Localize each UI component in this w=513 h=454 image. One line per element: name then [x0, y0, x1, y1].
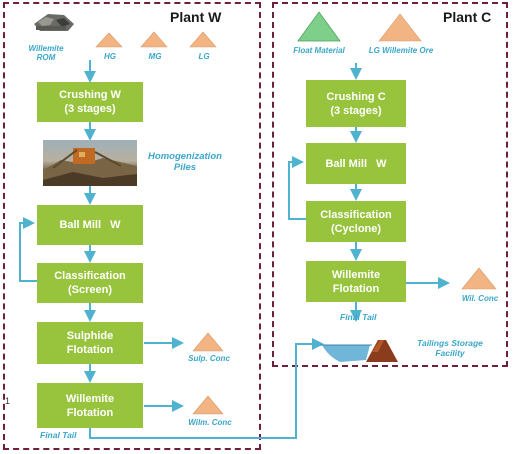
final-tail-c-label: Final Tail: [340, 312, 377, 322]
willemite-flotation-w-line1: Willemite: [65, 392, 115, 405]
ball-mill-c-box: Ball Mill W: [306, 143, 406, 184]
sulp-conc-pile-icon: [192, 332, 224, 352]
hg-ore-pile-icon: [95, 32, 123, 48]
lg-willemite-ore-label: LG Willemite Ore: [368, 46, 434, 55]
mg-label: MG: [148, 52, 162, 61]
tailings-line1: Tailings Storage: [417, 338, 483, 348]
willemite-rom-label: Willemite ROM: [28, 44, 64, 62]
tailings-storage-facility-label: Tailings Storage Facility: [405, 338, 495, 358]
classification-screen-line2: (Screen): [67, 284, 113, 296]
mg-ore-pile-icon: [140, 31, 168, 48]
homogenization-line1: Homogenization: [148, 151, 222, 162]
willemite-flotation-c-line2: Flotation: [332, 282, 380, 295]
plant-w-boundary: [3, 2, 261, 450]
final-tail-w-label: Final Tail: [40, 430, 77, 440]
homogenization-line2: Piles: [173, 162, 197, 173]
wilm-conc-pile-icon: [192, 395, 224, 415]
side-mark: 1: [5, 396, 11, 406]
crushing-c-line1: Crushing C: [326, 90, 386, 103]
classification-screen-box: Classification (Screen): [37, 263, 143, 303]
sulphide-flotation-box: Sulphide Flotation: [37, 322, 143, 364]
sulphide-flotation-line2: Flotation: [66, 344, 114, 356]
ball-mill-w-box: Ball Mill W: [37, 205, 143, 245]
homogenization-piles-label: Homogenization Piles: [140, 151, 230, 173]
crushing-c-line2: (3 stages): [330, 104, 382, 117]
float-material-pile-icon: [297, 11, 341, 42]
sulphide-flotation-line1: Sulphide: [66, 330, 114, 342]
willemite-flotation-w-line2: Flotation: [66, 406, 114, 419]
willemite-flotation-c-line1: Willemite: [331, 268, 381, 281]
tailings-line2: Facility: [435, 348, 465, 358]
wilm-conc-label: Wilm. Conc: [188, 418, 232, 427]
float-material-label: Float Material: [293, 46, 345, 55]
lg-label: LG: [198, 52, 210, 61]
hg-label: HG: [104, 52, 116, 61]
lg-willemite-ore-pile-icon: [378, 13, 422, 42]
wil-conc-pile-icon: [461, 267, 497, 290]
crushing-w-line1: Crushing W: [59, 89, 121, 101]
classification-screen-line1: Classification: [54, 270, 126, 282]
crushing-w-line2: (3 stages): [64, 103, 116, 115]
lg-ore-pile-icon: [189, 31, 217, 48]
tailings-dam-icon: [320, 340, 398, 362]
plant-c-title: Plant C: [443, 9, 492, 25]
classification-cyclone-line1: Classification: [320, 208, 392, 221]
willemite-rom-icon: [34, 14, 74, 31]
sulp-conc-label: Sulp. Conc: [188, 354, 230, 363]
wil-conc-label: Wil. Conc: [461, 294, 499, 303]
homogenization-piles-photo: [43, 140, 137, 186]
willemite-flotation-c-box: Willemite Flotation: [306, 261, 406, 302]
classification-cyclone-box: Classification (Cyclone): [306, 201, 406, 242]
crushing-w-box: Crushing W (3 stages): [37, 82, 143, 122]
willemite-flotation-w-box: Willemite Flotation: [37, 383, 143, 428]
crushing-c-box: Crushing C (3 stages): [306, 80, 406, 127]
plant-w-title: Plant W: [170, 9, 222, 25]
plant-c-boundary: [272, 2, 508, 367]
ball-mill-c-label: Ball Mill W: [325, 157, 387, 170]
classification-cyclone-line2: (Cyclone): [330, 222, 382, 235]
ball-mill-w-label: Ball Mill W: [59, 219, 121, 231]
